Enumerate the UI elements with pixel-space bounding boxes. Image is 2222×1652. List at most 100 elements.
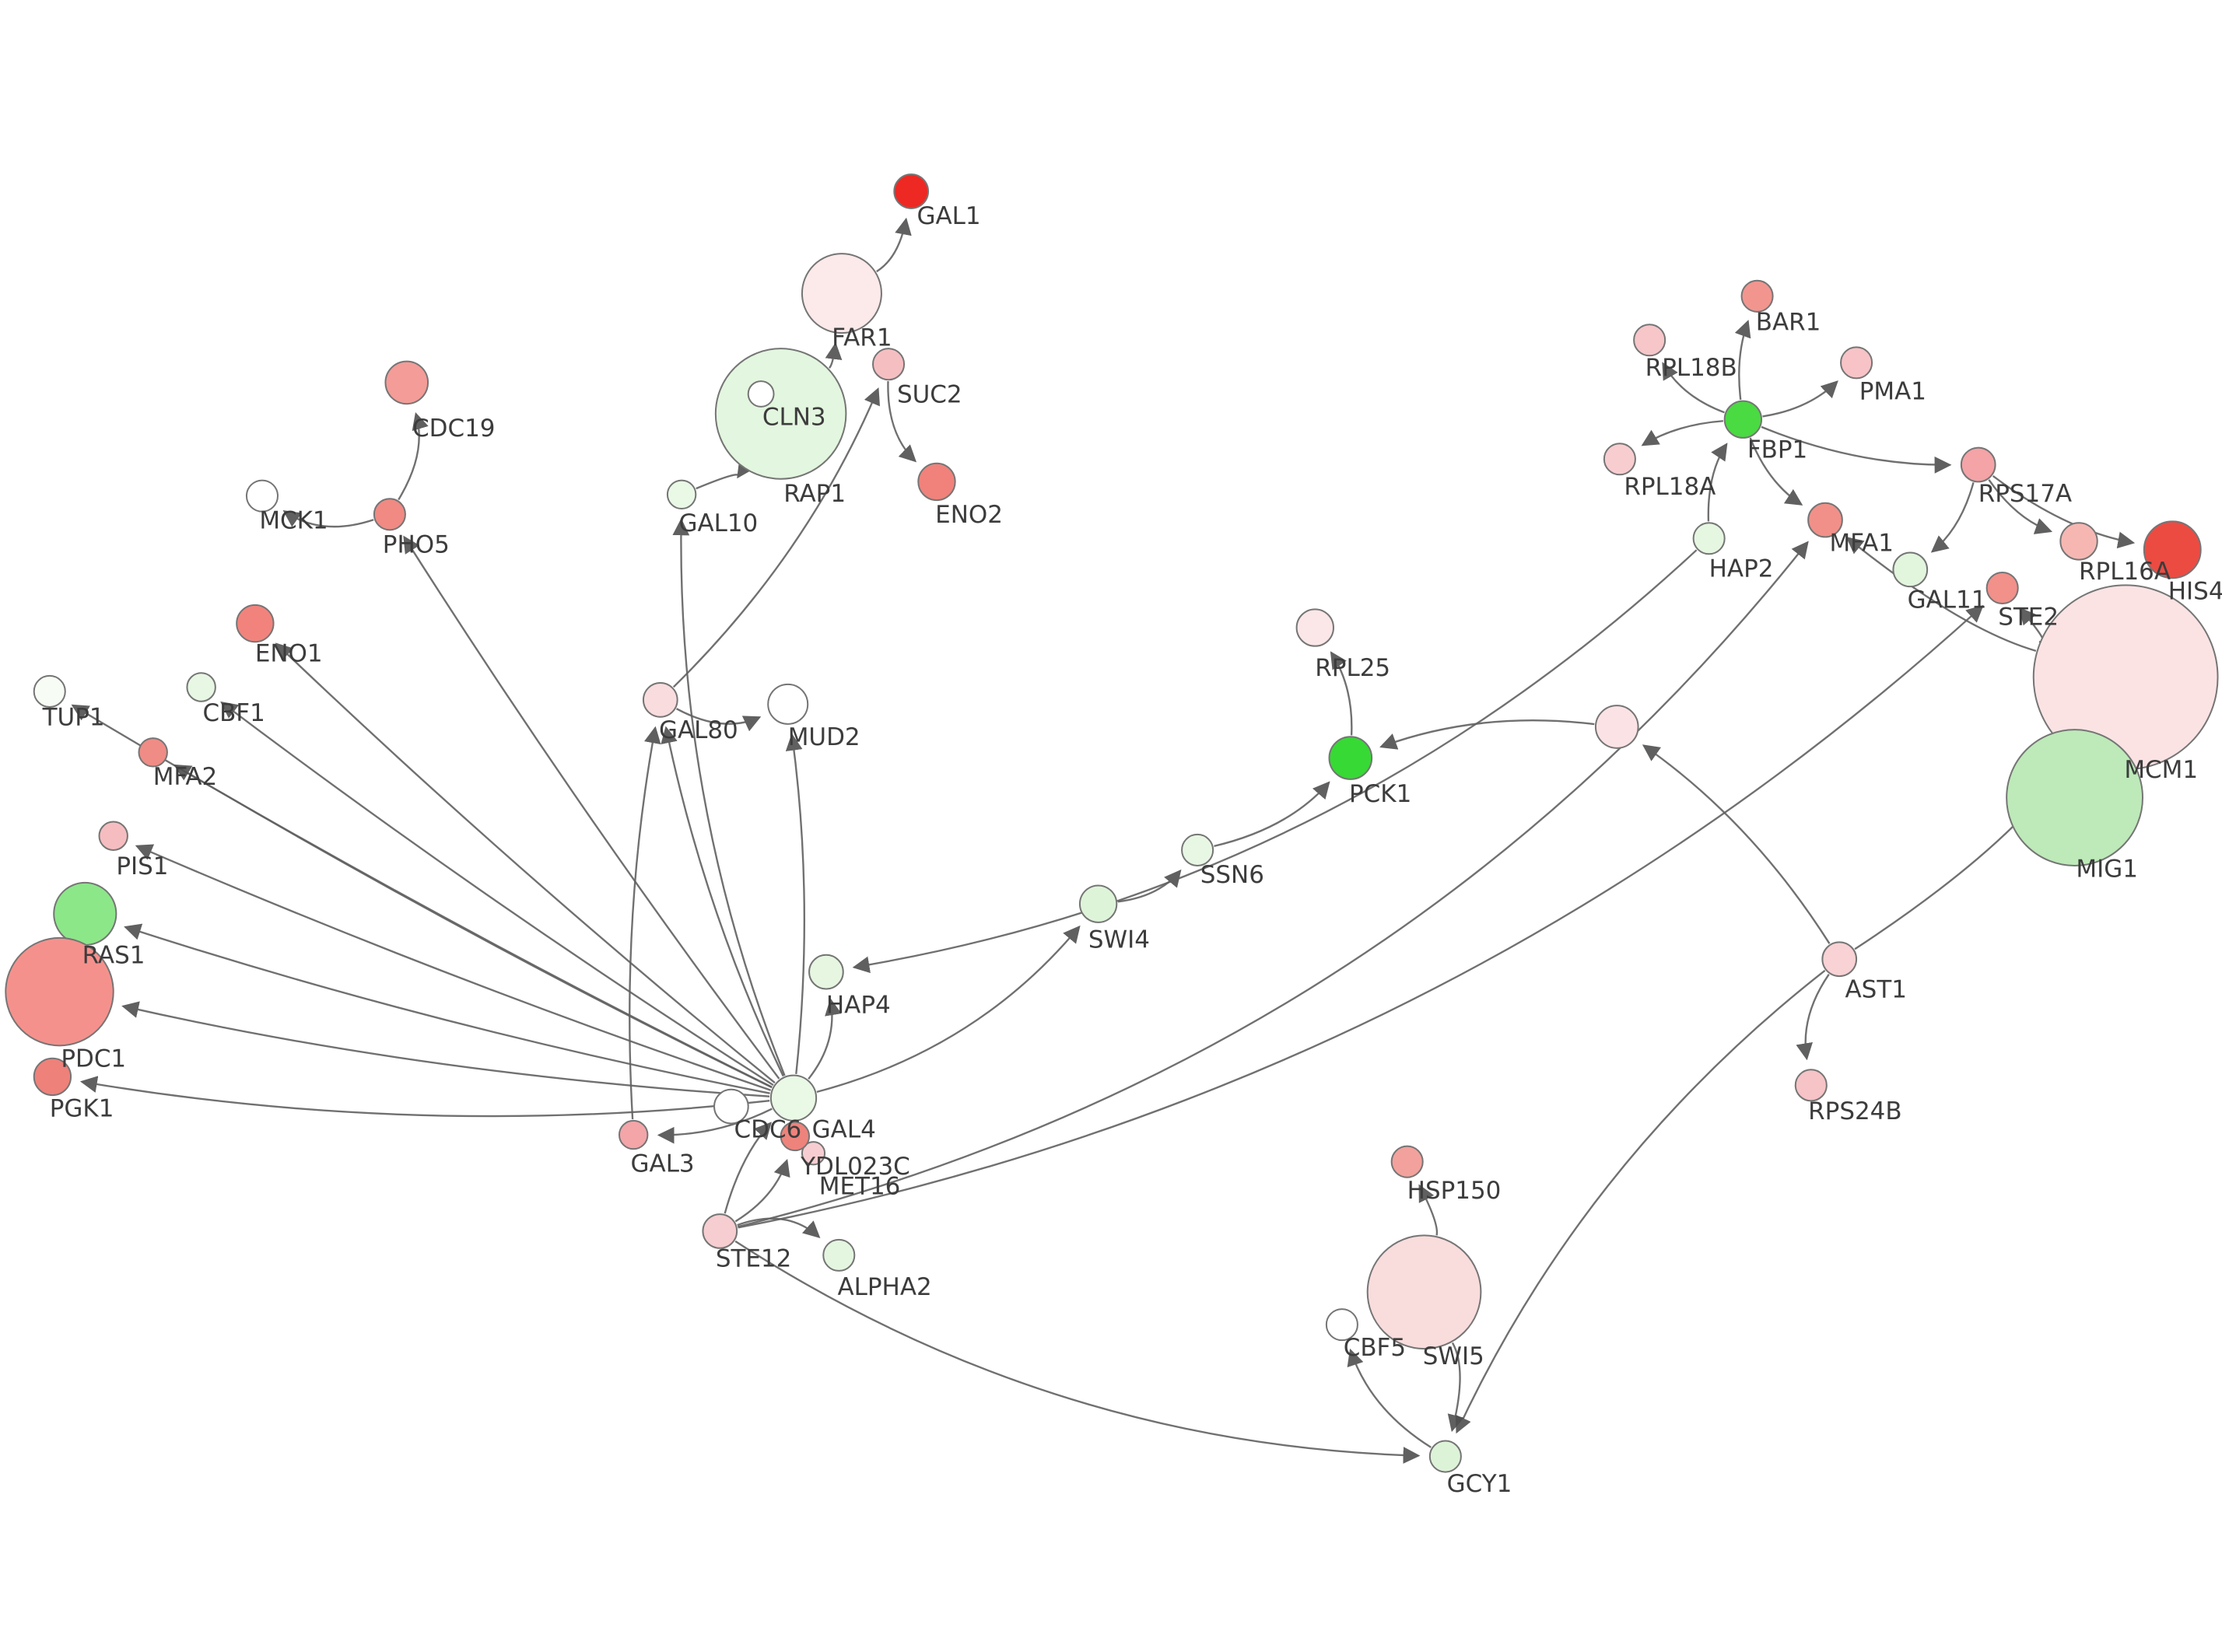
node-RPL18B[interactable] (1633, 324, 1666, 357)
node-SSN6[interactable] (1181, 833, 1214, 867)
edge-SWI5-HSP150[interactable] (1418, 1184, 1439, 1236)
node-GAL3[interactable] (618, 1119, 649, 1150)
edge-PHO5-CDC19[interactable] (398, 412, 429, 501)
node-ALPHA2[interactable] (822, 1238, 856, 1272)
node-MIG1[interactable] (2006, 729, 2144, 867)
node-PHO5[interactable] (373, 498, 406, 531)
node-GAL4[interactable] (769, 1074, 818, 1122)
edge-GAL4-ENO1[interactable] (275, 642, 776, 1084)
edge-FBP1-RPS17A[interactable] (1761, 425, 1952, 474)
node-MFA1[interactable] (1807, 502, 1843, 538)
edge-GAL4-MFA2[interactable] (173, 764, 773, 1089)
node-YDL023C[interactable] (780, 1121, 811, 1152)
edge-GAL4-PGK1[interactable] (79, 1076, 770, 1118)
node-GCY1[interactable] (1428, 1440, 1462, 1473)
node-CDC19[interactable] (384, 360, 429, 405)
node-GAL11[interactable] (1892, 551, 1929, 588)
node-ENO1[interactable] (236, 604, 275, 643)
edge-CLN3-FAR1[interactable] (825, 341, 843, 369)
node-GAL1[interactable] (893, 173, 930, 209)
edge-GAL80-SUC2[interactable] (672, 387, 880, 688)
node-HAP4[interactable] (808, 954, 844, 990)
edge-GAL4-PHO5[interactable] (403, 535, 780, 1080)
node-CBF5[interactable] (1325, 1308, 1358, 1342)
node-RPL25[interactable] (1295, 608, 1334, 647)
edge-FBP1-BAR1[interactable] (1734, 320, 1751, 401)
edge-HAP2-HAP4[interactable] (852, 549, 1698, 974)
edge-GAL4-HAP4[interactable] (808, 998, 842, 1080)
edge-AST1-GCY1[interactable] (1455, 969, 1826, 1434)
edge-SUC2-ENO2[interactable] (887, 381, 917, 463)
edge-GAL4-SWI4[interactable] (816, 925, 1081, 1094)
node-FAR1[interactable] (801, 253, 882, 334)
edge-GAL80-MUD2[interactable] (675, 708, 762, 732)
node-PDC1[interactable] (5, 936, 114, 1047)
edge-SSN6-PCK1[interactable] (1214, 781, 1330, 848)
edge-PCK1-RPL25[interactable] (1330, 651, 1353, 736)
edge-GAL4-MUD2[interactable] (785, 733, 806, 1075)
edge-GAL4-RAS1[interactable] (124, 923, 770, 1094)
node-SWI4[interactable] (1078, 884, 1118, 923)
node-HIS4[interactable] (2143, 520, 2202, 579)
node-AST1[interactable] (1821, 941, 1858, 978)
edge-FBP1-PMA1[interactable] (1762, 380, 1838, 418)
edge-GAL3-GAL80[interactable] (629, 726, 661, 1120)
edge-FBP1-MFA1[interactable] (1749, 437, 1803, 506)
node-FBP1[interactable] (1723, 400, 1763, 439)
edge-RPS17A-HIS4[interactable] (1992, 474, 2136, 549)
node-ENO2[interactable] (917, 462, 956, 502)
edge-HAP2-FBP1[interactable] (1707, 443, 1728, 522)
node-SUC2[interactable] (871, 348, 906, 381)
edge-RPS17A-GAL11[interactable] (1930, 481, 1975, 553)
node-RPL18A[interactable] (1603, 443, 1636, 476)
node-GAL80[interactable] (642, 682, 678, 718)
edge-RPS17A-RPL16A[interactable] (1988, 479, 2053, 534)
edge-FBP1-RPL18A[interactable] (1641, 420, 1723, 446)
edge-NODE_X-PCK1[interactable] (1379, 719, 1595, 750)
node-MET16[interactable] (801, 1141, 826, 1166)
edge-FAR1-GAL1[interactable] (876, 217, 912, 273)
node-MCK1[interactable] (245, 479, 279, 513)
node-SWI5[interactable] (1366, 1234, 1482, 1350)
node-STE12[interactable] (702, 1213, 738, 1249)
node-MFA2[interactable] (138, 737, 168, 768)
edge-STE12-MFA1[interactable] (737, 541, 1809, 1228)
edge-STE12-GCY1[interactable] (734, 1240, 1421, 1464)
node-GAL10[interactable] (666, 479, 697, 510)
edge-PHO5-MCK1[interactable] (282, 510, 374, 528)
edge-GAL4-CBF1[interactable] (220, 701, 774, 1087)
node-TUP1[interactable] (33, 674, 66, 709)
edge-STE12-YDL023C[interactable] (734, 1158, 790, 1223)
edge-SWI5-GCY1[interactable] (1447, 1342, 1464, 1433)
edge-AST1-NODE_X[interactable] (1642, 744, 1831, 944)
edge-AST1-RPS24B[interactable] (1796, 974, 1830, 1061)
edge-FBP1-RPL18B[interactable] (1662, 362, 1725, 414)
node-PMA1[interactable] (1840, 346, 1873, 380)
edge-GCY1-CBF5[interactable] (1347, 1348, 1432, 1448)
edge-GAL4-PDC1[interactable] (121, 1001, 770, 1097)
edge-STE12-ALPHA2[interactable] (737, 1217, 821, 1239)
node-CLN3[interactable] (714, 348, 847, 480)
edge-GAL4-GAL3[interactable] (657, 1108, 773, 1144)
edge-GAL10-CLN3[interactable] (696, 459, 754, 490)
node-PCK1[interactable] (1328, 736, 1373, 780)
edge-GAL4-GAL10[interactable] (672, 518, 786, 1076)
edge-GAL4-PIS1[interactable] (135, 844, 772, 1091)
node-HSP150[interactable] (1390, 1145, 1424, 1178)
node-RPS17A[interactable] (1960, 446, 1996, 483)
node-RAS1[interactable] (53, 881, 117, 947)
node-MUD2[interactable] (767, 683, 809, 725)
edge-STE12-STE2[interactable] (738, 604, 1984, 1229)
node-PIS1[interactable] (98, 821, 128, 851)
edge-MCM1-MFA1[interactable] (1845, 537, 2037, 653)
node-RPL16A[interactable] (2059, 522, 2098, 561)
node-CDC6[interactable] (713, 1088, 749, 1125)
edge-STE12-GAL4[interactable] (724, 1122, 772, 1214)
node-NODE_X[interactable] (1594, 705, 1639, 749)
edge-SWI4-SSN6[interactable] (1117, 869, 1182, 903)
node-CBF1[interactable] (186, 672, 216, 702)
node-RPS24B[interactable] (1794, 1069, 1828, 1102)
edge-GAL4-GAL80[interactable] (661, 726, 784, 1077)
node-PGK1[interactable] (33, 1057, 72, 1097)
node-STE2[interactable] (1985, 571, 2019, 605)
